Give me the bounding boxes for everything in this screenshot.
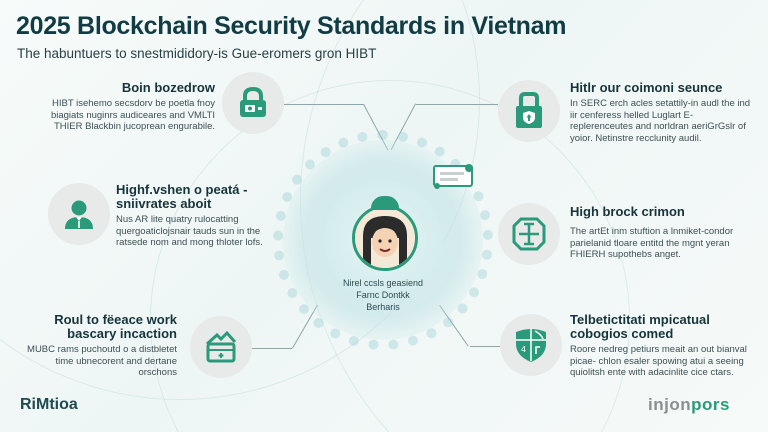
shield-icon: 4: [516, 329, 546, 362]
feature-node-bottom-right[interactable]: 4: [500, 314, 562, 376]
feature-body: Roore nedreg petiurs meait an out bianva…: [570, 344, 747, 378]
document-card-icon: [431, 162, 475, 190]
feature-title: Hitlr our coimoni seunce: [570, 80, 723, 95]
feature-body: HIBT isehemo secsdorv be poetla fnoy bia…: [50, 98, 215, 132]
block-cross-icon: [512, 217, 546, 251]
connector-line: [416, 104, 498, 105]
feature-body: Nus AR lite quatry rulocatting quergoati…: [116, 214, 263, 248]
feature-title: Telbetictitati mpicatual cobogios comed: [570, 312, 710, 341]
brand-logo-right: injonpors: [648, 395, 730, 414]
hub-caption: Nirel ccsls geasiend Farnc Dontkk Berhar…: [342, 278, 424, 312]
feature-top-right: Hitlr our coimoni seunce In SERC erch ac…: [570, 81, 755, 144]
avatar-cap-icon: [371, 196, 399, 210]
feature-middle-right: High brock crimon The artEt inm stuftion…: [570, 205, 750, 261]
page-title: 2025 Blockchain Security Standards in Vi…: [16, 12, 567, 40]
connector-line: [284, 104, 364, 105]
feature-top-left: Boin bozedrow HIBT isehemo secsdorv be p…: [30, 81, 215, 133]
feature-bottom-left: Roul to fëeace work bascary incaction MU…: [22, 313, 177, 379]
connector-line: [252, 348, 292, 349]
feature-node-middle-right[interactable]: [498, 203, 560, 265]
feature-body: In SERC erch acles setattily-in audl the…: [570, 98, 751, 144]
brand-logo-left: RiMtioa: [20, 396, 78, 413]
page-subtitle: The habuntuers to snestmididory-is Gue-e…: [17, 46, 377, 61]
feature-middle-left: Highf.vshen o peatá - sniivrates aboit N…: [116, 183, 266, 249]
user-icon: [65, 200, 93, 229]
feature-node-top-left[interactable]: [222, 72, 284, 134]
toolbox-icon: [205, 330, 237, 363]
feature-title: Roul to fëeace work bascary incaction: [54, 312, 177, 341]
feature-title: High brock crimon: [570, 204, 685, 219]
feature-bottom-right: Telbetictitati mpicatual cobogios comed …: [570, 313, 755, 379]
padlock-icon: [240, 86, 266, 117]
connector-line: [470, 346, 500, 347]
feature-body: The artEt inm stuftion a lnmiket-condor …: [570, 226, 734, 260]
feature-title: Boin bozedrow: [121, 80, 215, 95]
person-avatar-icon: [352, 205, 418, 271]
hub-dotted-ring: [273, 130, 493, 350]
svg-text:4: 4: [521, 345, 526, 354]
feature-body: MUBC rams puchoutd o a distbletet time u…: [27, 344, 177, 378]
feature-node-bottom-left[interactable]: [190, 316, 252, 378]
feature-title: Highf.vshen o peatá - sniivrates aboit: [116, 182, 248, 211]
shield-lock-icon: [516, 92, 542, 128]
feature-node-middle-left[interactable]: [48, 183, 110, 245]
feature-node-top-right[interactable]: [498, 80, 560, 142]
